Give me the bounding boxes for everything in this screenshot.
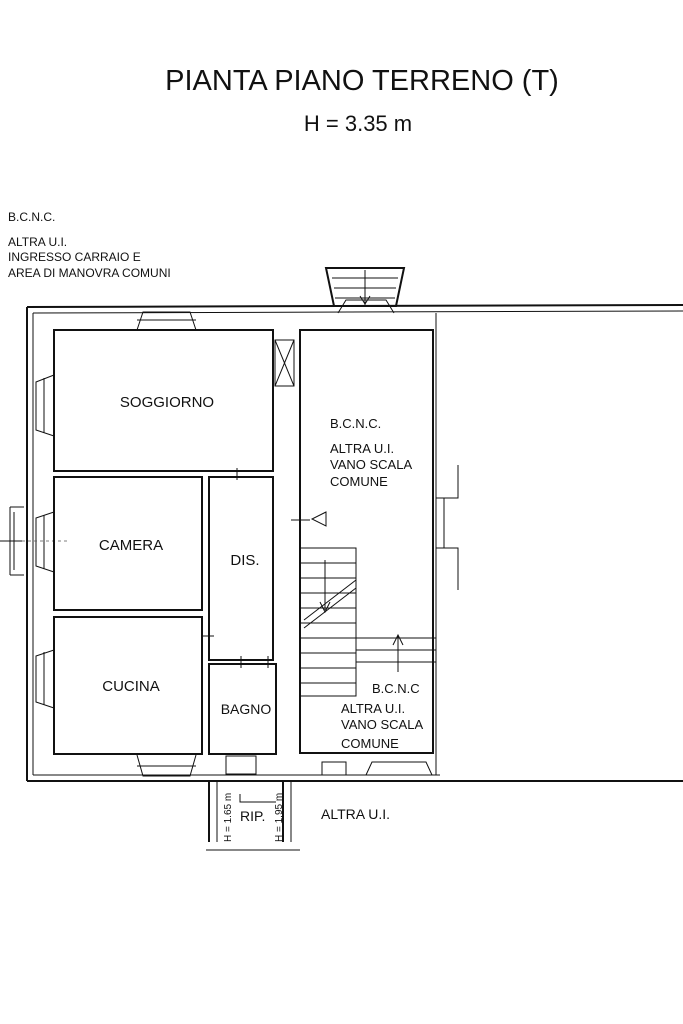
- plan-title: PIANTA PIANO TERRENO (T): [165, 65, 559, 97]
- stair-hall: [299, 313, 437, 775]
- room-rip-label: RIP.: [240, 808, 265, 824]
- window-left-camera: [0, 506, 70, 576]
- ripostiglio: [206, 781, 300, 851]
- window-left-cucina: [35, 649, 55, 709]
- room-dis-label: DIS.: [230, 552, 259, 569]
- room-soggiorno: [53, 329, 274, 472]
- stair-lower-line-1: ALTRA U.I.: [341, 701, 405, 716]
- stair-upper-line-2: VANO SCALA: [330, 457, 412, 472]
- right-door: [436, 465, 459, 590]
- rip-height-left: H = 1.65 m: [223, 793, 234, 842]
- staircase: [299, 547, 436, 697]
- stair-lower-line-2: VANO SCALA: [341, 717, 423, 732]
- window-top-left: [136, 311, 197, 331]
- shaft-cabinet: [274, 339, 295, 387]
- stair-upper-line-1: ALTRA U.I.: [330, 441, 394, 456]
- room-bagno-label: BAGNO: [221, 701, 272, 717]
- stair-upper-bcnc-label: B.C.N.C.: [330, 416, 381, 431]
- window-left-soggiorno: [35, 374, 55, 437]
- room-cucina-label: CUCINA: [102, 678, 160, 695]
- outside-line-3: AREA DI MANOVRA COMUNI: [8, 266, 171, 280]
- room-cucina: [53, 616, 203, 755]
- stair-hall-upper-notes: B.C.N.C. ALTRA U.I. VANO SCALA COMUNE: [330, 416, 412, 489]
- room-soggiorno-label: SOGGIORNO: [120, 394, 214, 411]
- entrance-steps: [324, 267, 406, 314]
- bottom-details: [225, 755, 433, 776]
- outside-area-notes: B.C.N.C. ALTRA U.I. INGRESSO CARRAIO E A…: [8, 210, 171, 280]
- room-bagno: [208, 663, 277, 755]
- entry-arrow: [310, 511, 327, 527]
- rip-height-right: H = 1.95 m: [274, 793, 285, 842]
- stair-lower-bcnc-label: B.C.N.C: [372, 681, 420, 696]
- height-note: H = 3.35 m: [304, 111, 412, 136]
- outside-line-1: ALTRA U.I.: [8, 235, 67, 249]
- window-bottom-cucina: [136, 754, 197, 777]
- stair-upper-line-3: COMUNE: [330, 474, 388, 489]
- room-camera-label: CAMERA: [99, 537, 163, 554]
- stair-hall-lower-notes: B.C.N.C ALTRA U.I. VANO SCALA COMUNE: [341, 681, 423, 751]
- room-camera: [53, 476, 203, 611]
- outside-bcnc-label: B.C.N.C.: [8, 210, 55, 224]
- outside-line-2: INGRESSO CARRAIO E: [8, 250, 141, 264]
- stair-lower-line-3: COMUNE: [341, 736, 399, 751]
- altra-ui-label: ALTRA U.I.: [321, 806, 390, 822]
